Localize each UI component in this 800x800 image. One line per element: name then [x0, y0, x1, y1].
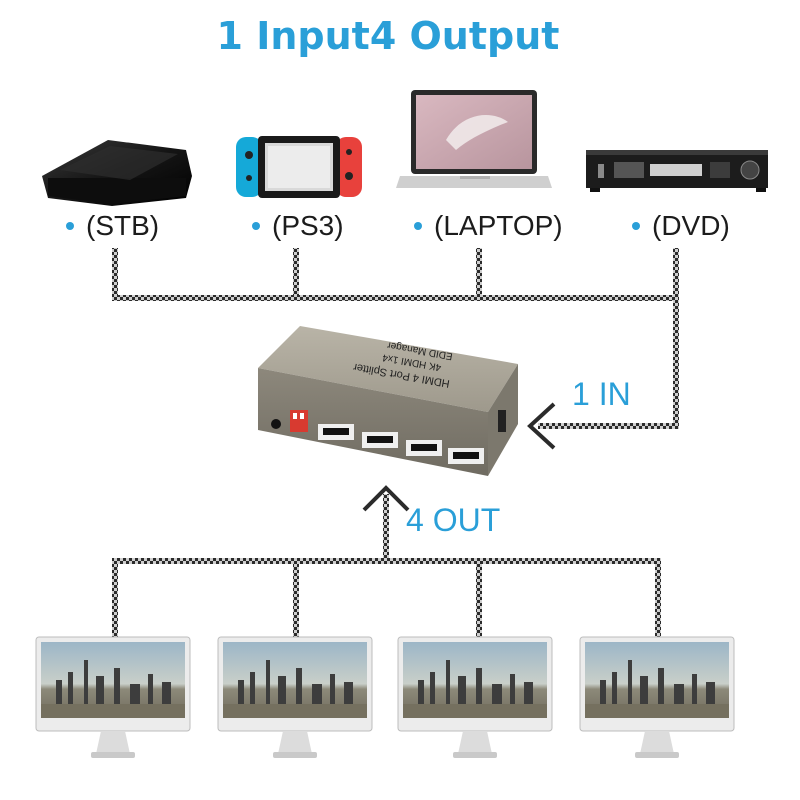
source-cables	[112, 248, 679, 426]
monitor-icon	[35, 636, 191, 758]
monitor-icon	[579, 636, 735, 758]
monitor-icon	[217, 636, 373, 758]
set-top-box-icon	[42, 140, 192, 206]
source-label-text: (DVD)	[652, 210, 730, 241]
bullet-dot	[252, 221, 260, 230]
input-cable	[527, 402, 679, 450]
laptop-icon	[396, 90, 552, 188]
input-label: 1 IN	[572, 376, 631, 412]
source-label-dvd: (DVD)	[632, 210, 730, 242]
source-label-text: (PS3)	[272, 210, 344, 241]
game-console-icon	[236, 136, 362, 198]
output-ports	[318, 424, 484, 464]
source-label-ps3: (PS3)	[252, 210, 344, 242]
bullet-dot	[632, 221, 640, 230]
diagram-title: 1 Input4 Output	[216, 14, 560, 58]
monitor-icon	[397, 636, 553, 758]
output-cable	[112, 485, 661, 638]
source-label-laptop: (LAPTOP)	[414, 210, 563, 242]
source-label-text: (LAPTOP)	[434, 210, 563, 241]
output-label: 4 OUT	[406, 502, 501, 538]
source-label-stb: (STB)	[66, 210, 159, 242]
bullet-dot	[414, 221, 422, 230]
bullet-dot	[66, 221, 74, 230]
source-label-text: (STB)	[86, 210, 160, 241]
splitter-device: HDMI 4 Port Splitter 4K HDMI 1x4 EDID Ma…	[258, 326, 518, 476]
dvd-player-icon	[586, 150, 768, 192]
